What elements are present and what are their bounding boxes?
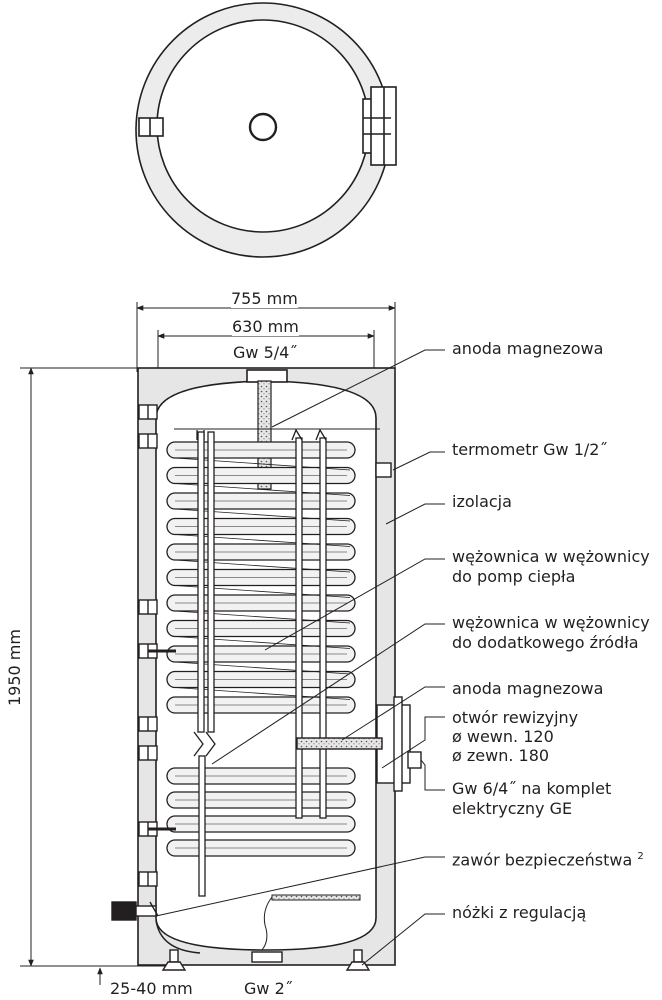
left-connections (138, 404, 176, 887)
bottom-anode (271, 894, 361, 901)
label-insulation: izolacja (452, 492, 512, 511)
top-connection-label: Gw 5/4˝ (233, 343, 298, 362)
side-anode (296, 737, 383, 750)
label-anode-top: anoda magnezowa (452, 339, 604, 358)
cold-inlet-curve (261, 896, 273, 951)
label-feet: nóżki z regulacją (452, 903, 587, 922)
foot-left (161, 949, 187, 971)
safety-valve-text: zawór bezpieczeństwa (452, 850, 633, 870)
heater-socket (407, 751, 422, 769)
label-inspection-line2: ø wewn. 120 (452, 727, 554, 746)
height-label: 1950 mm (5, 629, 24, 706)
coils (166, 441, 356, 857)
inner-width-label: 630 mm (232, 317, 299, 336)
safety-valve (111, 901, 137, 921)
label-inspection-line1: otwór rewizyjny (452, 708, 579, 727)
label-coil1-line1: wężownica w wężownicy (452, 547, 650, 566)
top-view (135, 2, 397, 258)
top-anode (257, 380, 272, 490)
feet-adjustment-label: 25-40 mm (110, 979, 193, 998)
label-heater-line1: Gw 6/4˝ na komplet (452, 779, 612, 798)
leader-lines (155, 349, 445, 966)
label-coil2-line2: do dodatkowego źródła (452, 633, 639, 652)
thermometer-socket (375, 462, 392, 478)
riser-pipes (193, 428, 327, 897)
top-view-right-flange (362, 86, 397, 166)
label-safety-valve: zawór bezpieczeństwa 2 (452, 846, 644, 870)
label-thermometer: termometr Gw 1/2˝ (452, 440, 608, 459)
top-connection-boss (246, 369, 288, 383)
right-fittings (296, 462, 422, 792)
top-view-anode-port (248, 112, 278, 142)
label-anode-side: anoda magnezowa (452, 679, 604, 698)
label-coil1-line2: do pomp ciepła (452, 567, 576, 586)
outer-width-label: 755 mm (231, 289, 298, 308)
bottom-parts (111, 894, 371, 971)
top-view-left-bracket (138, 117, 164, 137)
label-coil2-line1: wężownica w wężownicy (452, 613, 650, 632)
bottom-connection-label: Gw 2˝ (244, 979, 293, 998)
safety-valve-footnote: 2 (637, 851, 644, 862)
label-inspection-line3: ø zewn. 180 (452, 746, 550, 765)
label-heater-line2: elektryczny GE (452, 799, 573, 818)
bottom-connection (251, 951, 283, 963)
